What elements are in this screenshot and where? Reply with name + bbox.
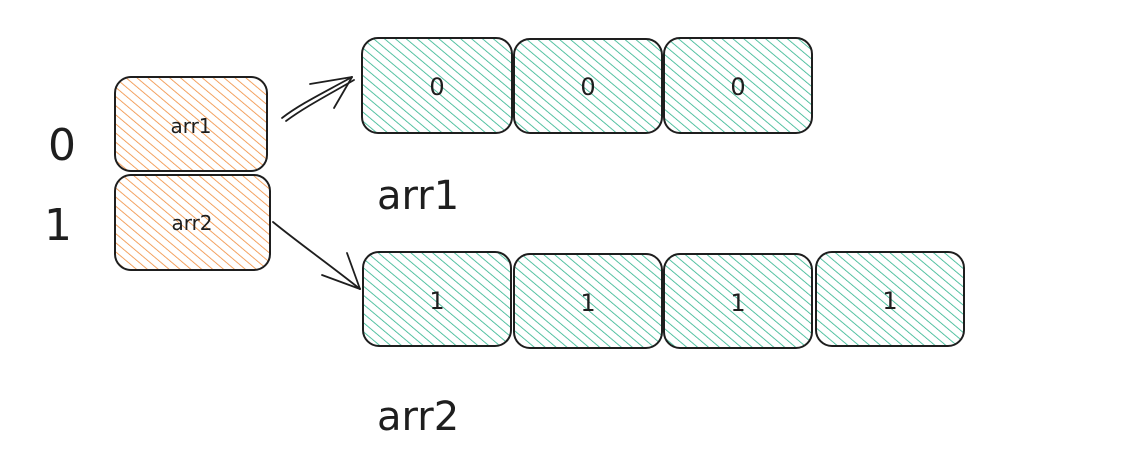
array-cell-value: 0 xyxy=(429,73,444,101)
array-cell: 1 xyxy=(362,251,512,347)
arrow-to-arr2 xyxy=(272,221,361,290)
array-cell: 1 xyxy=(663,253,813,349)
array-cell: 0 xyxy=(663,37,813,134)
arr1-name-label: arr1 xyxy=(377,173,459,219)
pointer-cell-label: arr1 xyxy=(170,114,211,138)
array-cell-value: 0 xyxy=(730,73,745,101)
arr2-cells: 1 1 1 1 xyxy=(362,251,965,349)
array-cell-value: 1 xyxy=(882,287,897,315)
arr2-name-label: arr2 xyxy=(377,394,459,440)
array-cell: 1 xyxy=(513,253,663,349)
index-label-0: 0 xyxy=(48,120,76,171)
array-cell: 0 xyxy=(361,37,513,134)
index-label-1: 1 xyxy=(44,200,72,251)
array-cell: 0 xyxy=(513,38,663,134)
pointer-cell-1: arr2 xyxy=(114,174,271,271)
array-cell-value: 1 xyxy=(429,287,444,315)
arrow-to-arr1 xyxy=(281,76,355,122)
pointer-cell-0: arr1 xyxy=(114,76,268,172)
array-cell-value: 1 xyxy=(730,289,745,317)
array-cell-value: 0 xyxy=(580,73,595,101)
array-cell: 1 xyxy=(815,251,965,347)
array-cell-value: 1 xyxy=(580,289,595,317)
arr1-cells: 0 0 0 xyxy=(361,37,813,134)
pointer-cell-label: arr2 xyxy=(171,211,212,235)
